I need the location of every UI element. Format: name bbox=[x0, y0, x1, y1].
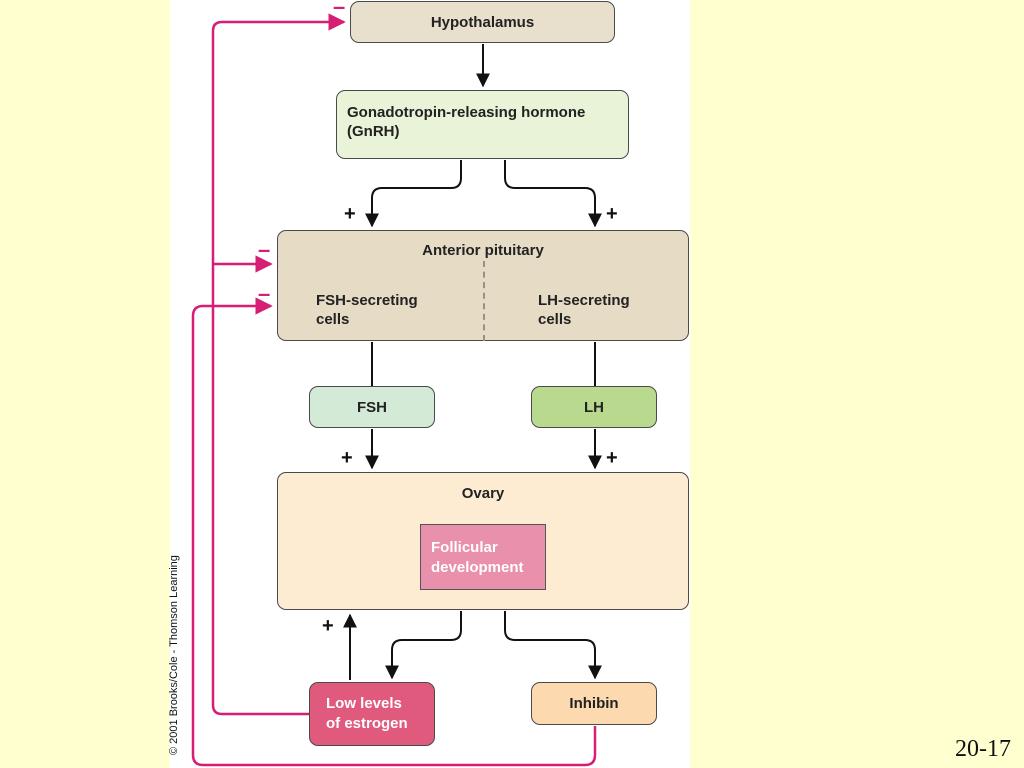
minus-sign-hypothalamus: – bbox=[333, 0, 346, 19]
lh-label: LH bbox=[584, 398, 604, 416]
slide-number: 20-17 bbox=[955, 736, 1011, 762]
gnrh-label-line2: (GnRH) bbox=[347, 123, 400, 140]
plus-sign-lh-ovary: + bbox=[606, 447, 618, 469]
low-estrogen-box: Low levels of estrogen bbox=[309, 682, 435, 746]
copyright-text: © 2001 Brooks/Cole - Thomson Learning bbox=[168, 555, 180, 755]
anterior-pituitary-title: Anterior pituitary bbox=[422, 242, 544, 259]
lh-cells-line1: LH-secreting bbox=[538, 292, 630, 309]
ovary-title: Ovary bbox=[461, 485, 505, 502]
gnrh-box: Gonadotropin-releasing hormone (GnRH) bbox=[336, 90, 629, 159]
follicular-line1: Follicular bbox=[431, 539, 498, 556]
lh-box: LH bbox=[531, 386, 657, 428]
fsh-secreting-cells-label: FSH-secreting cells bbox=[316, 291, 418, 329]
feedback-estrogen-hypothalamus bbox=[211, 13, 346, 716]
lh-cells-line2: cells bbox=[538, 311, 572, 328]
fsh-label: FSH bbox=[357, 398, 387, 416]
fsh-cells-line2: cells bbox=[316, 311, 350, 328]
estrogen-line2: of estrogen bbox=[326, 715, 408, 732]
minus-sign-fsh-cells: – bbox=[258, 281, 271, 306]
anterior-pituitary-box: Anterior pituitary FSH-secreting cells L… bbox=[277, 230, 689, 341]
plus-sign-fsh-ovary: + bbox=[341, 447, 353, 469]
gnrh-label-line1: Gonadotropin-releasing hormone bbox=[347, 104, 586, 121]
estrogen-line1: Low levels bbox=[326, 695, 402, 712]
arrow-gnrh-fsh-cells bbox=[365, 160, 462, 228]
pituitary-divider bbox=[483, 261, 485, 341]
minus-sign-pituitary: – bbox=[258, 237, 271, 262]
follicular-development-box: Follicular development bbox=[420, 524, 546, 590]
plus-sign-estrogen-ovary: + bbox=[322, 615, 334, 637]
plus-sign-gnrh-lh: + bbox=[606, 203, 618, 225]
arrow-gnrh-lh-cells bbox=[504, 160, 602, 228]
fsh-box: FSH bbox=[309, 386, 435, 428]
follicular-line2: development bbox=[431, 559, 524, 576]
feedback-inhibin-fsh-cells bbox=[191, 297, 597, 767]
arrow-ovary-inhibin bbox=[504, 611, 602, 680]
hypothalamus-label: Hypothalamus bbox=[430, 13, 535, 31]
fsh-cells-line1: FSH-secreting bbox=[316, 292, 418, 309]
arrow-ovary-estrogen bbox=[385, 611, 462, 680]
lh-secreting-cells-label: LH-secreting cells bbox=[538, 291, 630, 329]
inhibin-box: Inhibin bbox=[531, 682, 657, 725]
inhibin-label: Inhibin bbox=[569, 695, 619, 712]
plus-sign-gnrh-fsh: + bbox=[344, 203, 356, 225]
hypothalamus-box: Hypothalamus bbox=[350, 1, 615, 43]
